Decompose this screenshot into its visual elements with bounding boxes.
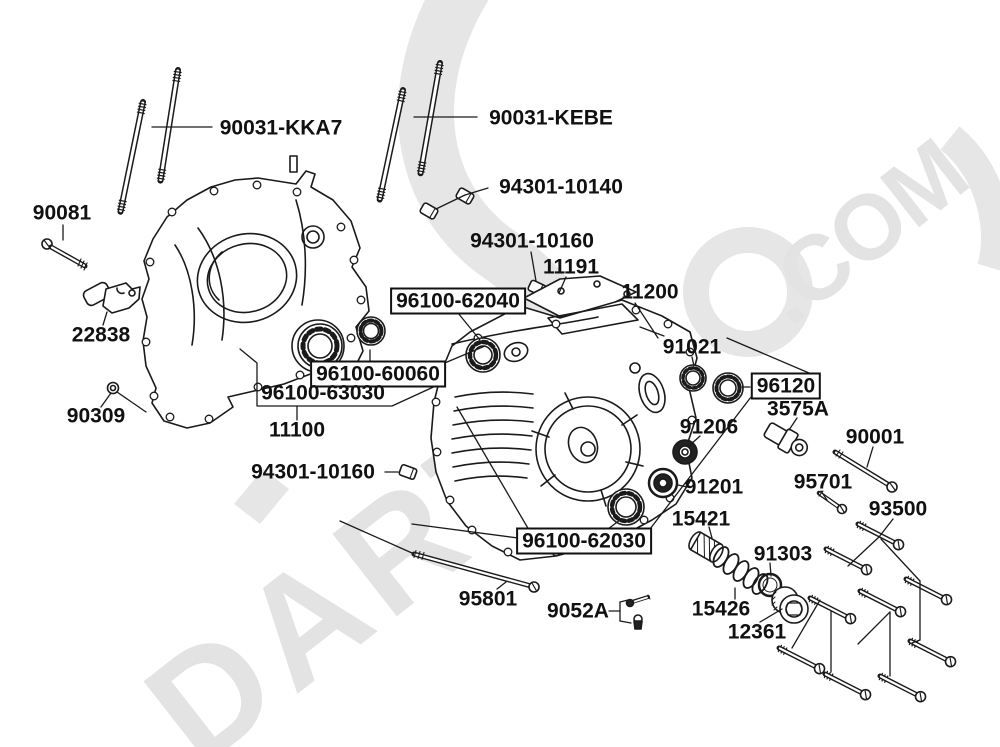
oil-strainer-15421 — [688, 531, 724, 563]
part-label-94301-10160-bottom: 94301-10160 — [251, 460, 375, 484]
part-label-90309: 90309 — [66, 404, 126, 428]
watermark-corner-swoosh-icon — [940, 126, 1000, 271]
right-crankcase-half — [430, 275, 698, 561]
part-label-91021: 91021 — [662, 335, 722, 359]
part-label-11191: 11191 — [542, 255, 600, 279]
screws-9052A — [625, 594, 651, 630]
part-label-12361: 12361 — [727, 620, 787, 644]
part-label-96100-63030: 96100-63030 — [261, 381, 385, 405]
part-label-95801: 95801 — [458, 587, 518, 611]
part-label-96100-62040: 96100-62040 — [390, 287, 526, 315]
bolt-90001 — [832, 449, 898, 493]
leader-lines — [62, 116, 921, 677]
nut-90309 — [106, 381, 120, 395]
part-label-95701: 95701 — [793, 470, 853, 494]
part-label-91303: 91303 — [753, 542, 813, 566]
part-label-96100-62030: 96100-62030 — [516, 527, 652, 555]
part-label-22838: 22838 — [71, 323, 131, 347]
part-label-90031-kka7: 90031-KKA7 — [219, 116, 343, 140]
watermark-ring-icon — [683, 227, 813, 357]
part-label-15426: 15426 — [691, 597, 751, 621]
bracket-22838 — [82, 281, 141, 314]
watermark-diamond-icon — [234, 469, 289, 524]
oil-seals — [647, 439, 698, 499]
part-label-3575a: 3575A — [767, 397, 829, 421]
o-ring-91303 — [757, 572, 783, 598]
part-label-90081: 90081 — [32, 201, 92, 225]
bolt-95701 — [816, 490, 848, 515]
part-label-15421: 15421 — [671, 507, 731, 531]
watermark-suffix: .COM — [740, 120, 986, 343]
part-label-94301-10160-top: 94301-10160 — [470, 229, 594, 253]
bolt-90081 — [41, 238, 88, 271]
part-label-90001: 90001 — [845, 425, 905, 449]
part-label-91201: 91201 — [684, 475, 744, 499]
part-label-11100: 11100 — [268, 418, 326, 442]
switch-3575A — [763, 422, 809, 457]
part-label-94301-10140: 94301-10140 — [499, 175, 623, 199]
part-label-96120: 96120 — [750, 372, 822, 400]
part-label-11200: 11200 — [621, 280, 679, 304]
part-label-90031-kebe: 90031-KEBE — [489, 106, 613, 130]
part-label-93500: 93500 — [868, 497, 928, 521]
part-label-91206: 91206 — [679, 415, 739, 439]
ball-bearings — [297, 316, 744, 526]
part-label-96100-60060: 96100-60060 — [310, 360, 446, 388]
plug-12361 — [771, 586, 809, 624]
bolt-95801 — [411, 549, 540, 593]
part-label-9052a: 9052A — [547, 599, 609, 623]
